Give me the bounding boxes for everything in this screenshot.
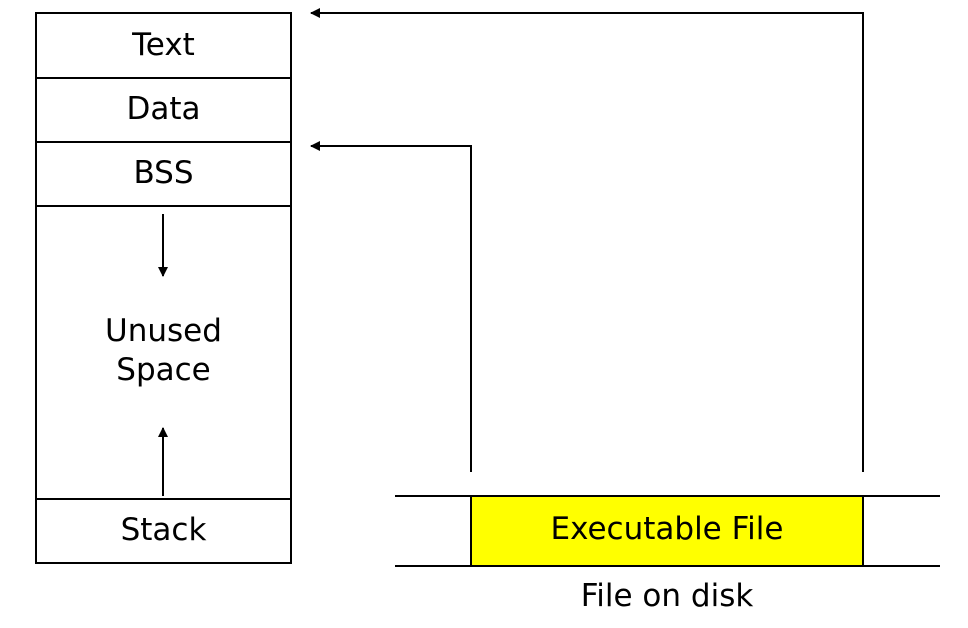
unused-space-line1: Unused xyxy=(105,313,222,349)
text-segment-label: Text xyxy=(132,27,195,63)
file-on-disk-caption: File on disk xyxy=(580,578,754,614)
bss-segment-label: BSS xyxy=(133,155,194,191)
executable-file-label: Executable File xyxy=(550,511,784,547)
unused-space-label: Unused Space xyxy=(36,312,291,390)
data-mapping-arrow xyxy=(310,141,472,472)
text-mapping-arrow xyxy=(310,8,864,472)
unused-space-line2: Space xyxy=(116,351,211,388)
stack-segment-label: Stack xyxy=(120,512,207,548)
data-segment-label: Data xyxy=(126,91,201,127)
executable-file-box xyxy=(470,495,864,567)
